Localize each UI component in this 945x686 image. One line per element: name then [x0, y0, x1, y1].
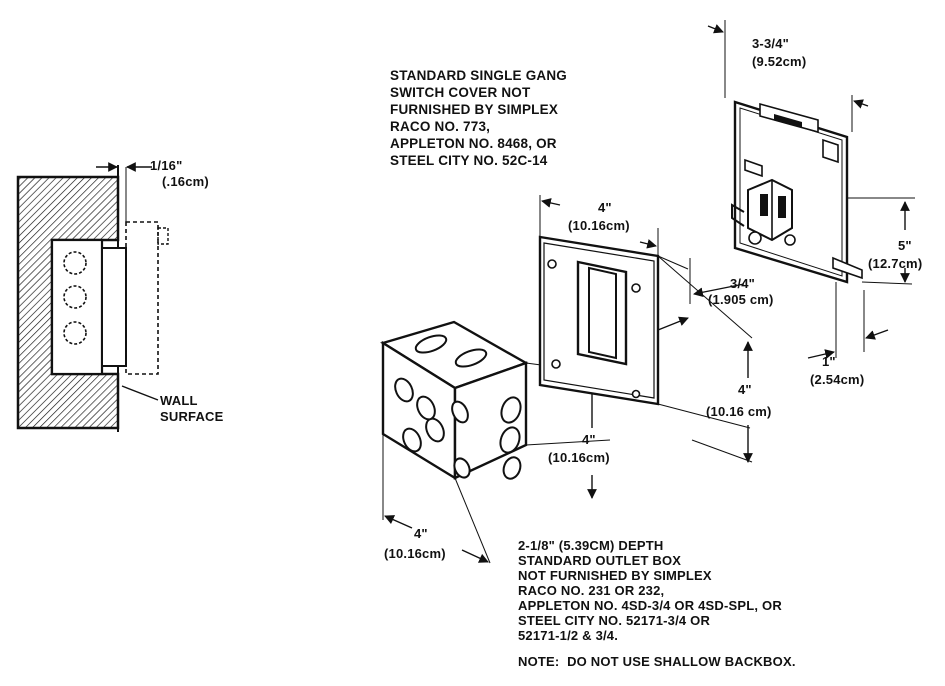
box-width-imperial: 4"	[414, 526, 428, 541]
ring-width-metric: (10.16cm)	[568, 218, 630, 233]
gap-dim-metric: (.16cm)	[162, 174, 209, 189]
side-device-outline	[125, 221, 159, 375]
gap-dim-imperial: 1/16"	[150, 158, 183, 173]
device-iso	[707, 20, 915, 359]
switch-cover-note-line: RACO NO. 773,	[390, 119, 491, 134]
device-depth-imperial: 1"	[822, 354, 836, 369]
ring-height-imperial: 4"	[738, 382, 752, 397]
ring-depth-imperial: 3/4"	[730, 276, 756, 291]
switch-cover-note-line: STANDARD SINGLE GANG	[390, 68, 568, 83]
switch-cover-note-line: FURNISHED BY SIMPLEX	[390, 102, 559, 117]
device-depth-metric: (2.54cm)	[810, 372, 865, 387]
wall-label-line-2: SURFACE	[160, 409, 224, 424]
box-height-imperial: 4"	[582, 432, 596, 447]
outlet-box-note-line: 2-1/8" (5.39CM) DEPTH	[518, 538, 664, 553]
ring-width-imperial: 4"	[598, 200, 612, 215]
outlet-box-note-line: STANDARD OUTLET BOX	[518, 553, 682, 568]
extension-ring-iso	[538, 195, 753, 463]
switch-cover-note-line: STEEL CITY NO. 52C-14	[390, 153, 548, 168]
warning-note: NOTE: DO NOT USE SHALLOW BACKBOX.	[518, 654, 796, 669]
ring-depth-metric: (1.905 cm)	[708, 292, 774, 307]
outlet-box-iso	[380, 320, 611, 564]
device-width-metric: (9.52cm)	[752, 54, 807, 69]
wall-label-line-1: WALL	[160, 393, 198, 408]
device-width-imperial: 3-3/4"	[752, 36, 789, 51]
outlet-box-note-line: NOT FURNISHED BY SIMPLEX	[518, 568, 712, 583]
ring-height-metric: (10.16 cm)	[706, 404, 772, 419]
outlet-box-note-line: APPLETON NO. 4SD-3/4 OR 4SD-SPL, OR	[518, 598, 782, 613]
outlet-box-note-line: STEEL CITY NO. 52171-3/4 OR	[518, 613, 711, 628]
outlet-box-note-line: RACO NO. 231 OR 232,	[518, 583, 665, 598]
box-height-metric: (10.16cm)	[548, 450, 610, 465]
side-extension-ring	[101, 247, 127, 367]
side-view	[16, 162, 169, 432]
outlet-box-note-line: 52171-1/2 & 3/4.	[518, 628, 619, 643]
switch-cover-note-line: SWITCH COVER NOT	[390, 85, 531, 100]
device-height-imperial: 5"	[898, 238, 912, 253]
device-height-metric: (12.7cm)	[868, 256, 923, 271]
box-width-metric: (10.16cm)	[384, 546, 446, 561]
switch-cover-note-line: APPLETON NO. 8468, OR	[390, 136, 557, 151]
